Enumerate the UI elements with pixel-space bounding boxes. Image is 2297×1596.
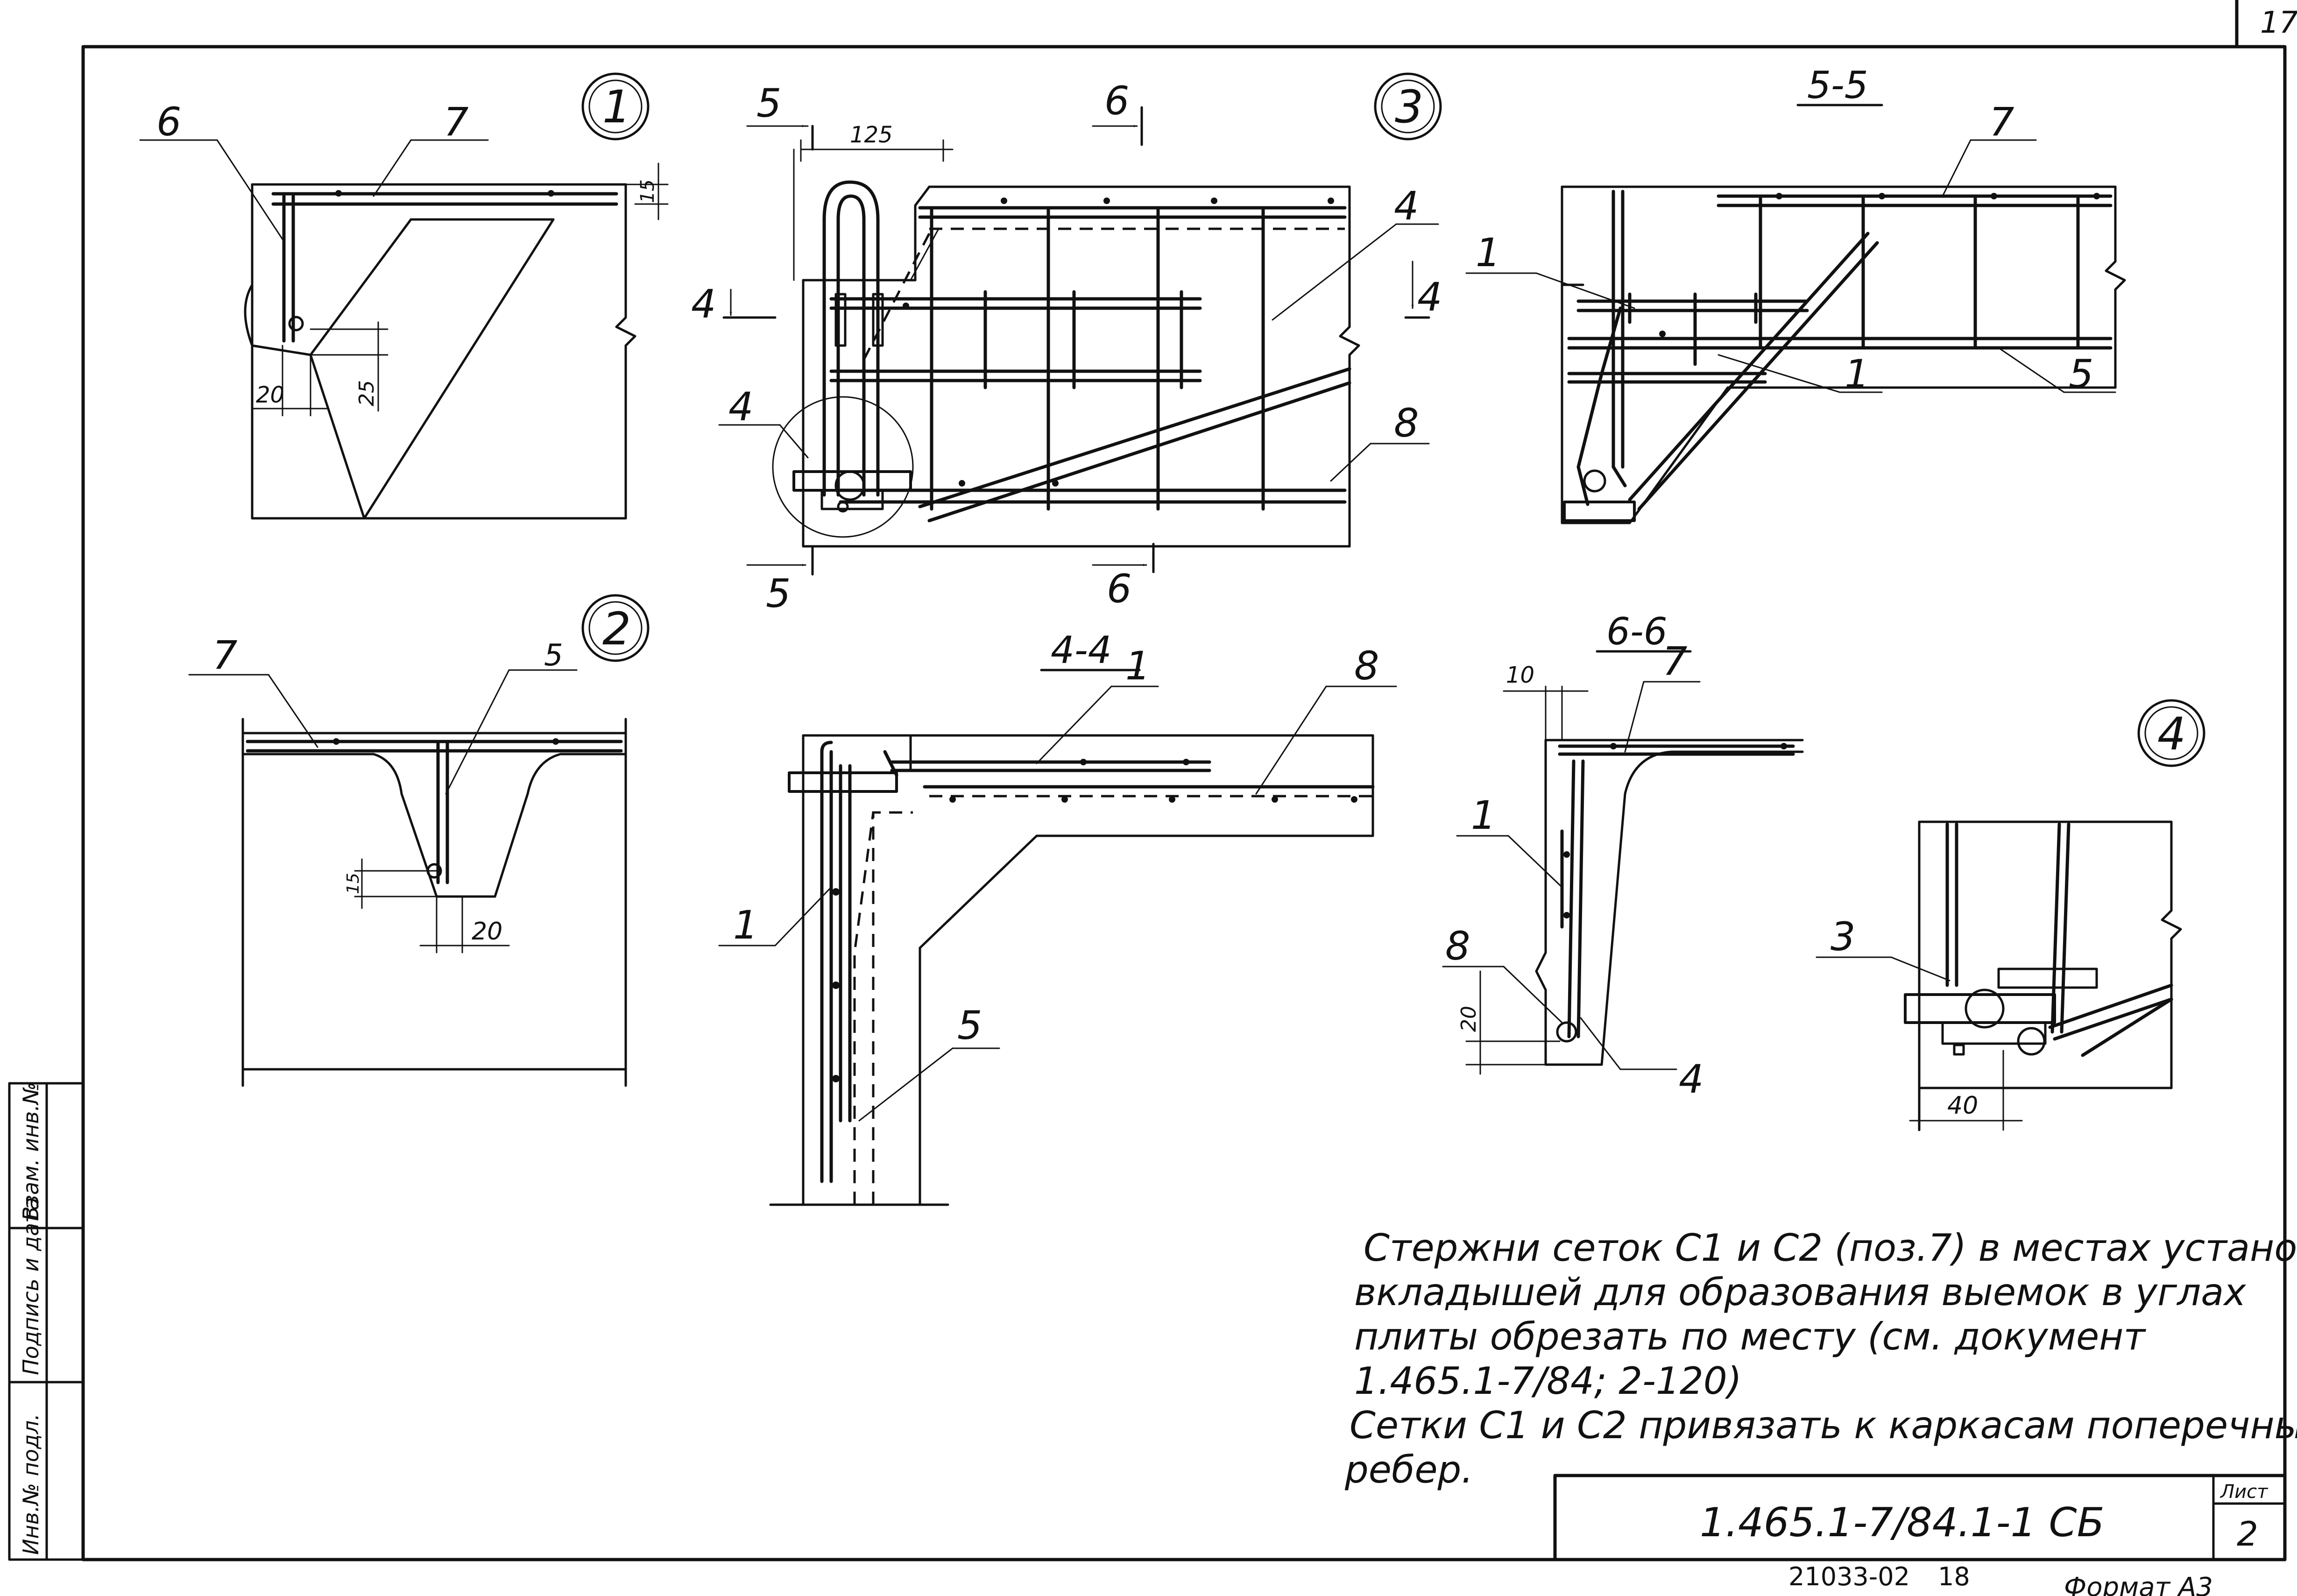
note-line-6: ребер. xyxy=(1344,1448,1473,1491)
node-1-number: 1 xyxy=(602,81,631,133)
node-1-dim-15: 15 xyxy=(637,179,658,203)
section-6-6-dim-20: 20 xyxy=(1457,1006,1481,1032)
section-6-6-label-1: 1 xyxy=(1471,792,1496,838)
corner-sheet-number: 17 xyxy=(2260,6,2297,40)
note-line-1: Стержни сеток С1 и С2 (поз.7) в местах у… xyxy=(1364,1226,2297,1270)
plan-dim-125: 125 xyxy=(850,122,893,148)
section-6-6-label-4: 4 xyxy=(1679,1056,1703,1102)
section-5-5: 5-5 xyxy=(1465,64,2126,524)
copy-number: 18 xyxy=(1938,1562,1970,1591)
node-2-number: 2 xyxy=(602,603,631,655)
node-2-dim-20: 20 xyxy=(472,918,502,946)
document-code: 1.465.1-7/84.1-1 СБ xyxy=(1700,1499,2105,1546)
stamp-signature-date: Подпись и дата xyxy=(18,1197,43,1375)
notes-block: Стержни сеток С1 и С2 (поз.7) в местах у… xyxy=(1344,1226,2297,1491)
section-6-6: 6-6 7 1 8 4 10 xyxy=(1442,610,1804,1102)
section-4-4-label-1-top: 1 xyxy=(1125,643,1150,689)
node-1-label-7: 7 xyxy=(444,99,468,145)
title-block: 1.465.1-7/84.1-1 СБ Лист 2 21033-02 18 Ф… xyxy=(1553,1474,2287,1596)
side-stamp: Инв.№ подл. Подпись и дата Взам. инв.№ xyxy=(8,1082,85,1561)
node-2-dim-15: 15 xyxy=(344,873,363,894)
section-6-6-dim-10: 10 xyxy=(1506,662,1534,688)
section-4-4-label-8: 8 xyxy=(1354,643,1379,689)
sheet-label: Лист xyxy=(2219,1481,2269,1503)
section-5-5-label-7: 7 xyxy=(1989,99,2014,145)
note-line-3: плиты обрезать по месту (см. документ xyxy=(1354,1315,2146,1358)
sheet-frame: 17 xyxy=(81,0,2297,1561)
plan-section-5-bottom: 5 xyxy=(766,571,791,616)
stamp-replaced-inv: Взам. инв.№ xyxy=(18,1082,43,1221)
section-5-5-label-1-top: 1 xyxy=(1476,230,1500,275)
node-4-number: 4 xyxy=(2157,708,2186,760)
section-5-5-label-5: 5 xyxy=(2069,351,2093,397)
section-6-6-label-7: 7 xyxy=(1662,638,1687,684)
node-1-label-6: 6 xyxy=(156,99,181,145)
node-2-detail: 2 7 5 15 20 xyxy=(188,594,650,1087)
node-1-detail: 1 6 7 15 25 xyxy=(139,72,669,520)
plan-view-3: 3 xyxy=(691,72,1442,616)
section-5-5-label-1-bottom: 1 xyxy=(1845,351,1869,397)
order-number: 21033-02 xyxy=(1788,1562,1910,1591)
plan-section-5-top: 5 xyxy=(756,80,781,126)
sheet-number: 2 xyxy=(2237,1514,2258,1554)
plan-number: 3 xyxy=(1395,81,1423,133)
section-4-4-label-5: 5 xyxy=(957,1003,982,1048)
node-4-label-3: 3 xyxy=(1831,914,1855,960)
section-5-5-title: 5-5 xyxy=(1807,64,1868,107)
plan-label-4-left: 4 xyxy=(728,384,753,430)
plan-section-4-right: 4 xyxy=(1417,274,1442,320)
plan-label-8: 8 xyxy=(1394,400,1419,446)
note-line-4: 1.465.1-7/84; 2-120) xyxy=(1354,1359,1742,1403)
section-6-6-title: 6-6 xyxy=(1606,610,1668,653)
node-2-label-7: 7 xyxy=(212,632,237,678)
note-line-5: Сетки С1 и С2 привязать к каркасам попер… xyxy=(1350,1404,2297,1447)
section-6-6-label-8: 8 xyxy=(1445,923,1470,969)
stamp-inv-orig: Инв.№ подл. xyxy=(18,1413,43,1555)
node-2-label-5: 5 xyxy=(544,638,563,673)
section-4-4-title: 4-4 xyxy=(1051,629,1112,672)
node-1-dim-25: 25 xyxy=(355,380,379,406)
plan-section-6-bottom: 6 xyxy=(1107,566,1131,612)
plan-label-4-right: 4 xyxy=(1394,183,1419,229)
format-label: Формат А3 xyxy=(2064,1572,2213,1596)
section-4-4-label-1-left: 1 xyxy=(733,902,758,948)
plan-section-6-top: 6 xyxy=(1104,78,1129,124)
plan-section-4-left: 4 xyxy=(691,281,716,327)
node-1-dim-20: 20 xyxy=(256,382,284,408)
node-4-dim-40: 40 xyxy=(1947,1092,1978,1120)
section-4-4: 4-4 xyxy=(718,629,1397,1206)
note-line-2: вкладышей для образования выемок в углах xyxy=(1354,1271,2247,1314)
node-4-detail: 4 3 40 xyxy=(1816,699,2205,1131)
